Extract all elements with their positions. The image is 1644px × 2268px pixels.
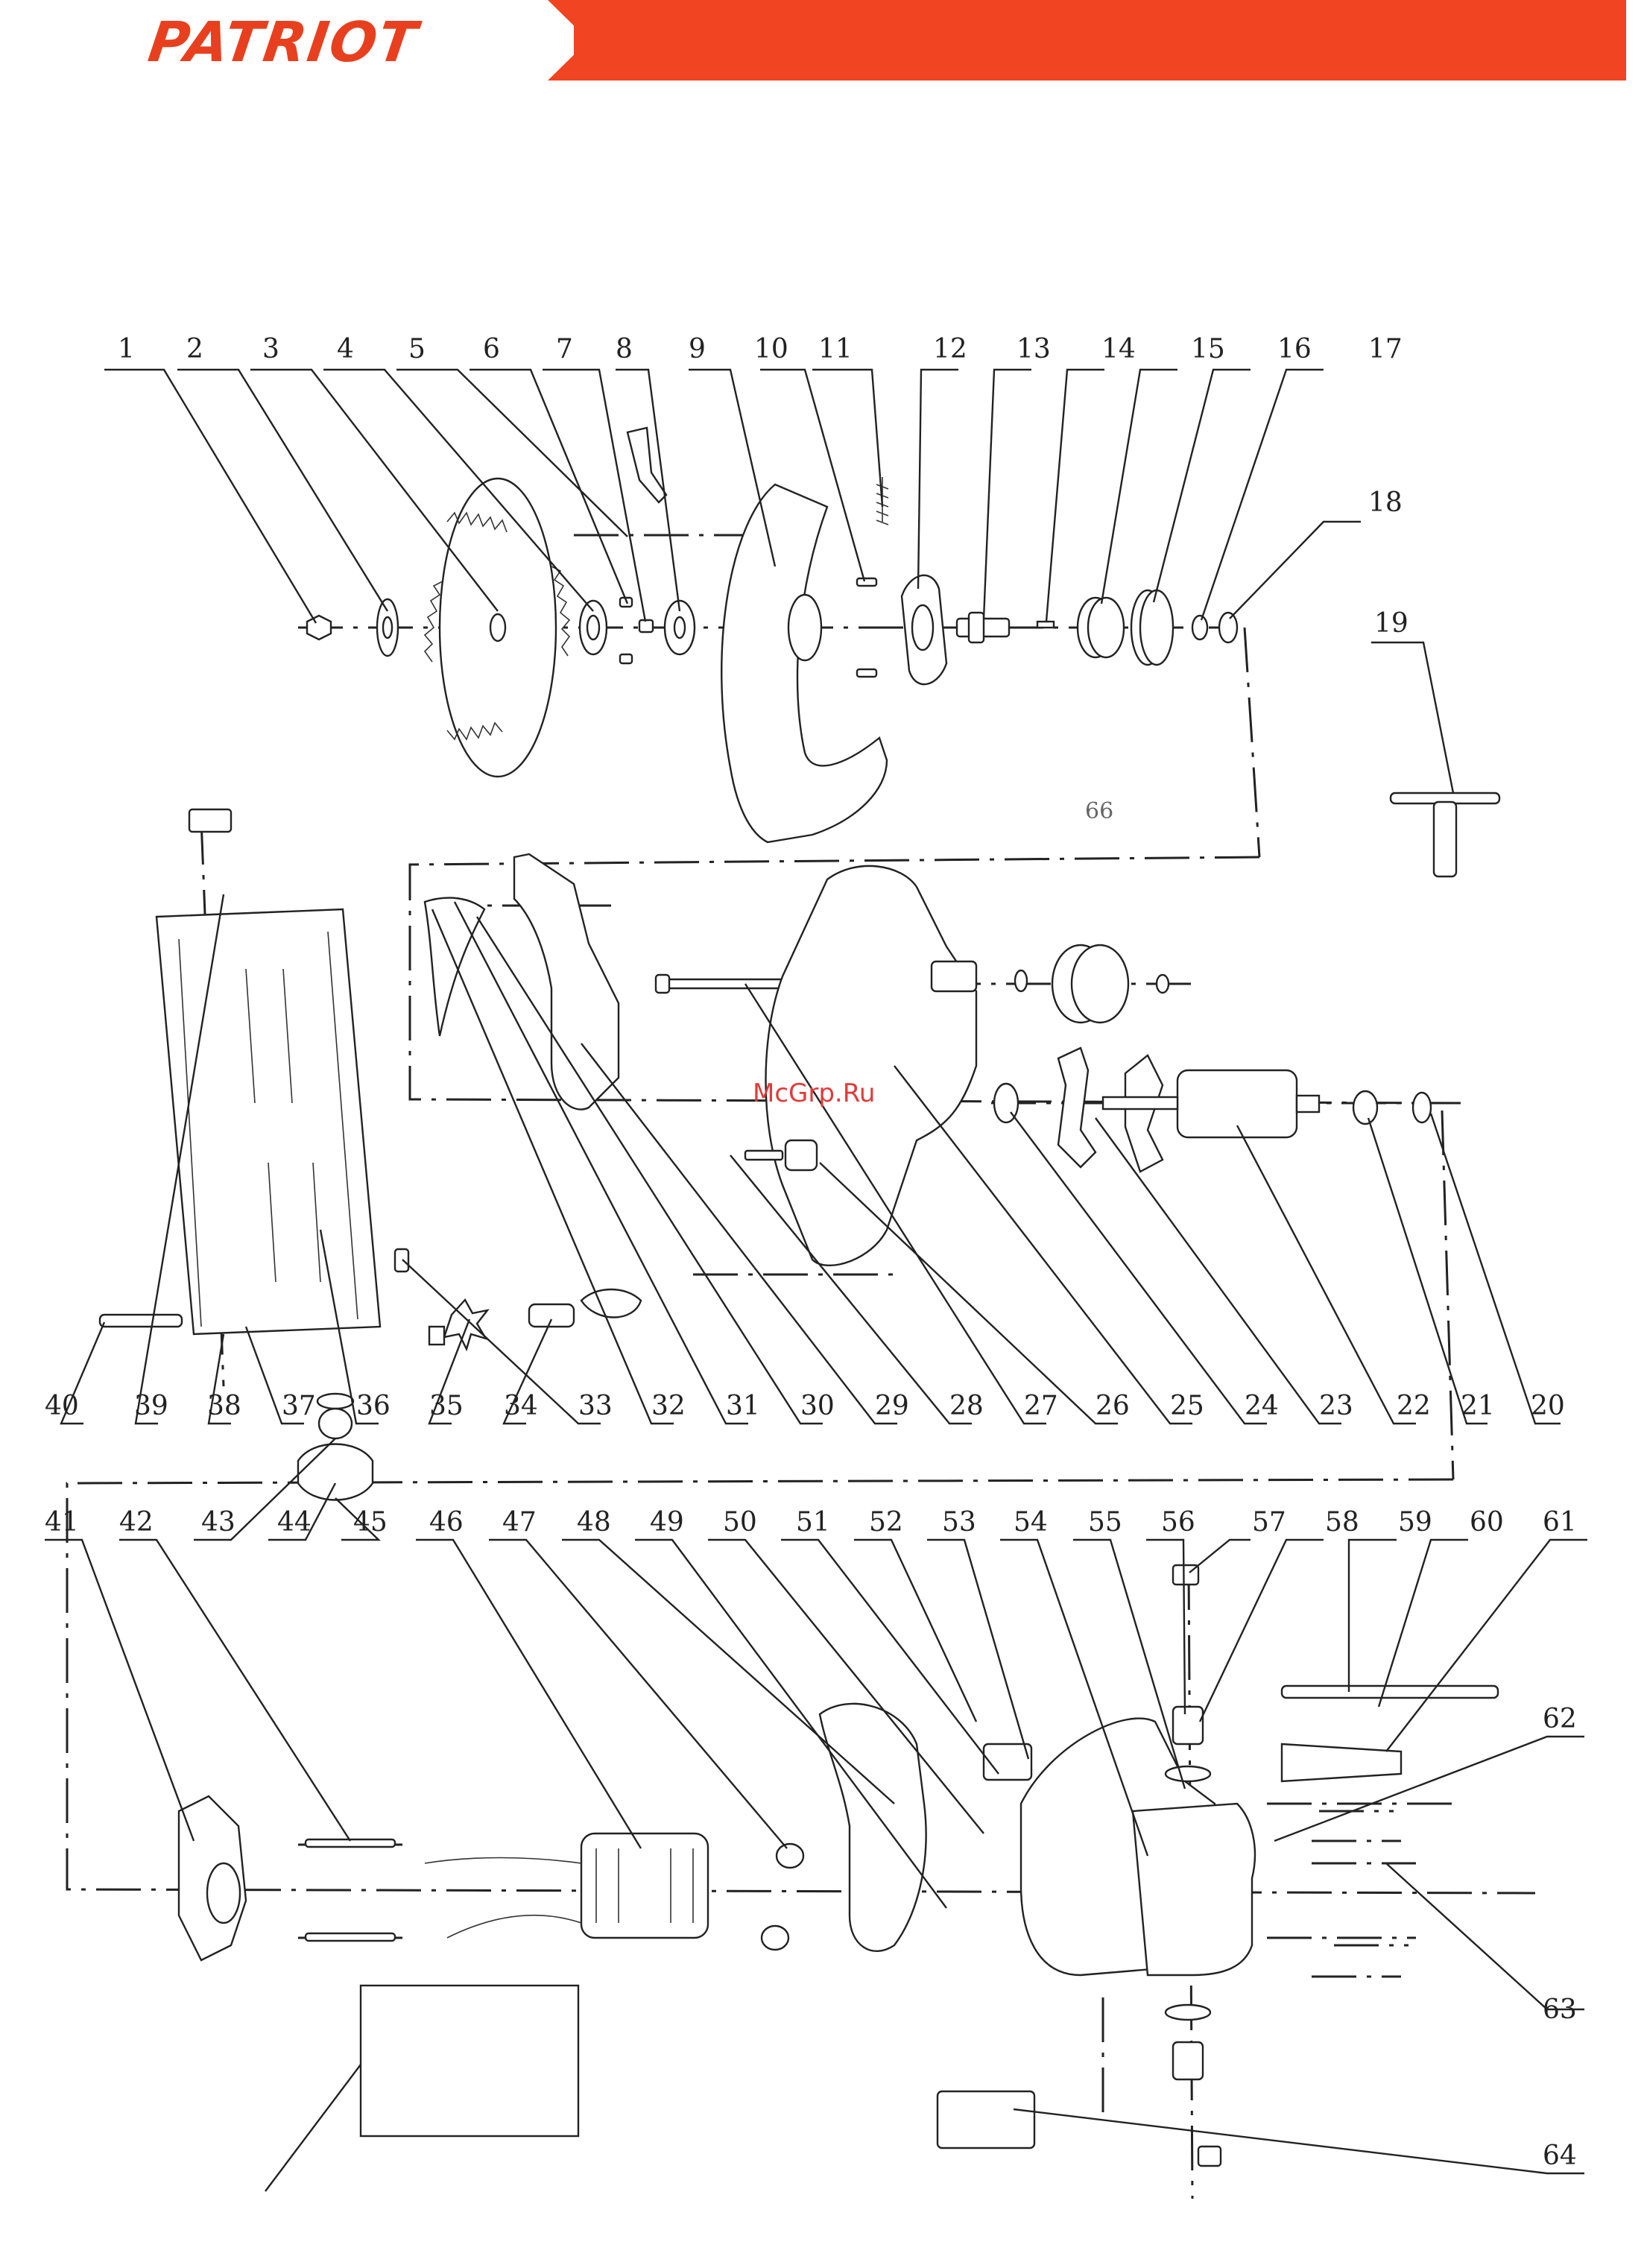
- part-number: 31: [726, 1391, 760, 1421]
- part-number: 26: [1096, 1391, 1130, 1421]
- part-number: 33: [578, 1391, 613, 1421]
- part-number: 60: [1470, 1507, 1504, 1538]
- part-number: 32: [651, 1391, 686, 1421]
- part-number: 34: [504, 1391, 538, 1421]
- part-number: 12: [933, 334, 967, 364]
- part-number: 10: [754, 334, 788, 364]
- part-number: 30: [800, 1391, 835, 1421]
- part-number: 35: [429, 1391, 464, 1421]
- part-number: 59: [1398, 1507, 1432, 1538]
- part-number: 42: [119, 1507, 154, 1538]
- part-number: 37: [282, 1391, 316, 1421]
- part-number: 61: [1543, 1507, 1577, 1538]
- part-number: 7: [556, 334, 573, 364]
- part-number: 15: [1191, 334, 1225, 364]
- part-number: 3: [262, 334, 279, 364]
- part-number: 25: [1170, 1391, 1204, 1421]
- part-number: 8: [616, 334, 633, 364]
- part-number: 54: [1014, 1507, 1048, 1538]
- part-number: 6: [483, 334, 500, 364]
- part-number: 57: [1252, 1507, 1286, 1538]
- part-number: 2: [186, 334, 203, 364]
- part-number: 24: [1245, 1391, 1279, 1421]
- part-number: 36: [356, 1391, 391, 1421]
- part-number: 18: [1368, 487, 1403, 518]
- part-row-top: [307, 428, 1499, 876]
- handwritten-note: 66: [1085, 798, 1113, 824]
- saw-blade-icon: [425, 478, 569, 777]
- part-number: 47: [502, 1507, 537, 1538]
- part-number: 64: [1543, 2141, 1577, 2171]
- part-number: 22: [1397, 1391, 1431, 1421]
- part-number: 56: [1161, 1507, 1195, 1538]
- part-number: 28: [949, 1391, 984, 1421]
- part-number: 45: [353, 1507, 388, 1538]
- part-number: 29: [875, 1391, 909, 1421]
- part-number: 40: [45, 1391, 79, 1421]
- part-number: 62: [1543, 1704, 1577, 1734]
- part-number: 14: [1101, 334, 1136, 364]
- part-number: 52: [869, 1507, 903, 1538]
- part-number: 44: [277, 1507, 312, 1538]
- part-number: 51: [796, 1507, 830, 1538]
- part-number: 20: [1531, 1391, 1565, 1421]
- part-row-bottom: [179, 1565, 1498, 2191]
- part-number: 49: [650, 1507, 684, 1538]
- label-sticker-icon: [938, 2091, 1034, 2148]
- part-number: 23: [1319, 1391, 1353, 1421]
- part-number: 41: [45, 1507, 79, 1538]
- part-number: 21: [1461, 1391, 1495, 1421]
- hex-key-icon: [1391, 793, 1499, 876]
- part-number: 27: [1024, 1391, 1058, 1421]
- stator-icon: [425, 1833, 708, 1938]
- part-number: 5: [408, 334, 426, 364]
- part-number: 46: [429, 1507, 464, 1538]
- part-number: 19: [1374, 608, 1409, 639]
- armature-icon: [1103, 1055, 1319, 1172]
- part-number: 16: [1277, 334, 1312, 364]
- part-number: 39: [134, 1391, 168, 1421]
- part-number: 53: [942, 1507, 976, 1538]
- part-number: 9: [689, 334, 706, 364]
- part-number: 43: [201, 1507, 235, 1538]
- part-number: 1: [118, 334, 135, 364]
- part-number: 55: [1088, 1507, 1122, 1538]
- part-row-middle: [425, 854, 1431, 1266]
- part-number: 63: [1543, 1994, 1577, 2025]
- part-number: 48: [577, 1507, 611, 1538]
- part-number: 38: [207, 1391, 241, 1421]
- part-number: 4: [337, 334, 354, 364]
- part-number: 11: [818, 334, 853, 364]
- watermark-text: McGrp.Ru: [753, 1078, 875, 1108]
- part-number: 17: [1368, 334, 1403, 364]
- part-number: 13: [1017, 334, 1051, 364]
- part-number: 50: [723, 1507, 757, 1538]
- part-number: 58: [1325, 1507, 1359, 1538]
